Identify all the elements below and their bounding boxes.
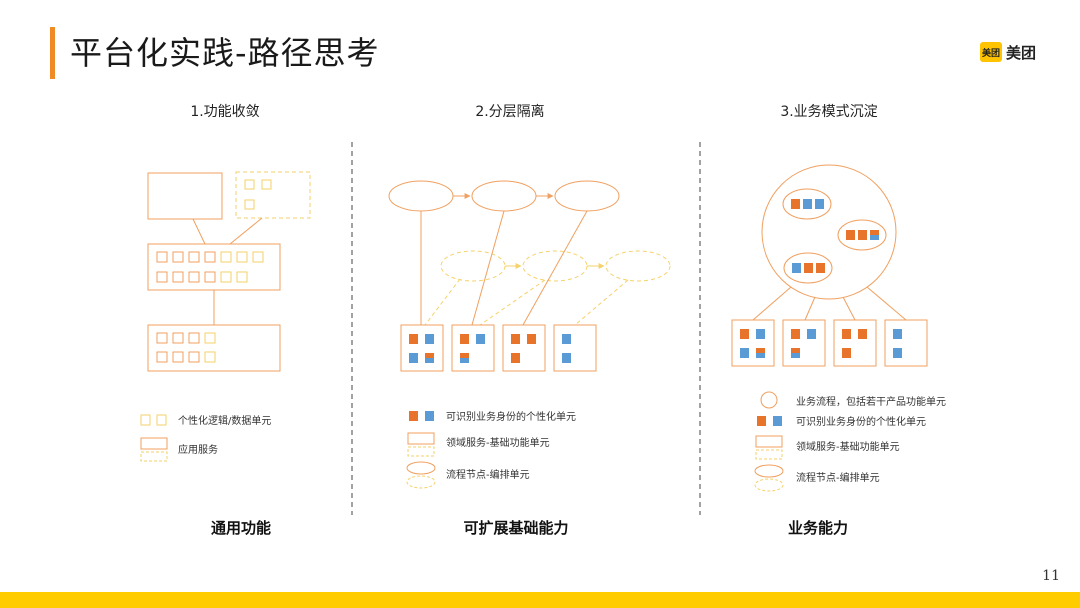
column-1-legend: 个性化逻辑/数据单元 应用服务 — [140, 414, 271, 462]
legend-rect-icon — [407, 432, 435, 445]
connector-dashed — [574, 279, 629, 326]
process-node-dashed — [605, 250, 671, 282]
domain-service-box — [400, 324, 444, 372]
connector — [842, 296, 856, 321]
legend-orange-square-icon — [757, 416, 766, 426]
domain-service-box — [833, 319, 877, 367]
page-number: 11 — [1042, 568, 1060, 584]
connector — [471, 210, 505, 326]
domain-service-box — [782, 319, 826, 367]
legend-dashed-square-icon — [140, 414, 151, 426]
dashed-unit — [261, 179, 272, 190]
domain-service-box — [884, 319, 928, 367]
meituan-logo: 美团 美团 — [980, 42, 1036, 62]
column-3-units — [740, 199, 902, 358]
personalized-box-dashed — [235, 171, 311, 219]
domain-service-box — [502, 324, 546, 372]
connector — [192, 218, 206, 245]
converged-service-box — [147, 243, 281, 291]
domain-service-box — [731, 319, 775, 367]
column-1-footer-label: 通用功能 — [211, 519, 271, 537]
legend-circle-icon — [760, 391, 778, 409]
connector-dashed — [479, 279, 546, 326]
dashed-unit — [244, 199, 255, 210]
legend-rect-dashed-icon — [140, 451, 168, 462]
column-2-heading: 2.分层隔离 — [475, 103, 544, 120]
column-3-heading: 3.业务模式沉淀 — [780, 104, 877, 120]
business-process-circle — [761, 164, 897, 300]
column-2-units — [409, 334, 571, 363]
legend-label: 流程节点-编排单元 — [796, 471, 880, 484]
column-1-heading: 1.功能收敛 — [190, 104, 259, 120]
legend-ellipse-icon — [754, 464, 784, 478]
legend-label: 领域服务-基础功能单元 — [446, 436, 550, 449]
connector — [229, 217, 263, 245]
connector — [752, 286, 792, 321]
product-unit-ellipse — [782, 188, 832, 220]
legend-label: 业务流程，包括若干产品功能单元 — [796, 395, 946, 408]
base-service-box — [147, 324, 281, 372]
column-2-diagram — [388, 180, 671, 372]
logo-text: 美团 — [1006, 43, 1037, 62]
slide-title: 平台化实践-路径思考 — [70, 34, 380, 72]
legend-ellipse-dashed-icon — [754, 478, 784, 492]
process-node — [388, 180, 454, 212]
process-node — [471, 180, 537, 212]
product-unit-ellipse — [783, 252, 833, 284]
legend-label: 流程节点-编排单元 — [446, 468, 530, 481]
legend-ellipse-icon — [406, 461, 436, 475]
base-units — [156, 332, 216, 363]
product-unit-ellipse — [837, 219, 887, 251]
dashed-unit — [244, 179, 255, 190]
footer-bar — [0, 592, 1080, 608]
legend-dashed-square-icon — [156, 414, 167, 426]
column-2-footer-label: 可扩展基础能力 — [463, 519, 568, 537]
converged-units-row-2 — [156, 271, 248, 283]
logo-badge: 美团 — [980, 42, 1002, 62]
legend-ellipse-dashed-icon — [406, 475, 436, 489]
legend-label: 应用服务 — [178, 443, 218, 456]
converged-units-row-1 — [156, 251, 264, 263]
process-node-dashed — [522, 250, 588, 282]
column-3-footer-label: 业务能力 — [788, 519, 848, 537]
app-service-box-top — [147, 172, 223, 220]
connector — [522, 210, 588, 326]
connector — [804, 296, 816, 321]
legend-rect-dashed-icon — [755, 449, 783, 460]
legend-blue-square-icon — [425, 411, 434, 421]
legend-label: 可识别业务身份的个性化单元 — [446, 410, 576, 423]
column-1-diagram — [147, 171, 311, 372]
legend-rect-icon — [755, 435, 783, 448]
legend-label: 个性化逻辑/数据单元 — [178, 414, 271, 427]
legend-rect-dashed-icon — [407, 446, 435, 457]
legend-label: 可识别业务身份的个性化单元 — [796, 415, 926, 428]
title-accent-bar — [50, 27, 55, 79]
legend-label: 领域服务-基础功能单元 — [796, 440, 900, 453]
domain-service-box — [553, 324, 597, 372]
domain-service-box — [451, 324, 495, 372]
column-3-legend: 业务流程，包括若干产品功能单元 可识别业务身份的个性化单元 领域服务-基础功能单… — [754, 391, 946, 492]
connector — [866, 286, 907, 321]
legend-orange-square-icon — [409, 411, 418, 421]
legend-rect-icon — [140, 437, 168, 450]
process-node-dashed — [440, 250, 506, 282]
column-3-diagram — [731, 164, 928, 367]
process-node — [554, 180, 620, 212]
column-2-legend: 可识别业务身份的个性化单元 领域服务-基础功能单元 流程节点-编排单元 — [406, 410, 576, 489]
connector-dashed — [424, 278, 461, 326]
legend-blue-square-icon — [773, 416, 782, 426]
